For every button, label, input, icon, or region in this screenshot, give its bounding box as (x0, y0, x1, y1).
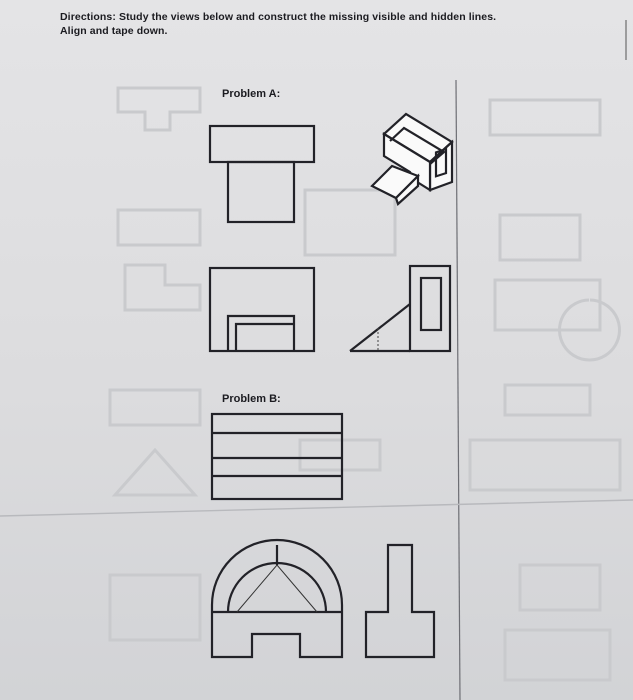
side-view-slope-line (349, 303, 411, 352)
pictorial-slot (434, 147, 448, 178)
vertical-fold-line (455, 79, 461, 700)
problem-b-front-base (210, 612, 344, 659)
arch-outer-curve (210, 538, 344, 612)
directions-line-1: Directions: Study the views below and co… (60, 11, 497, 23)
problem-a-label: Problem A: (222, 88, 281, 100)
problem-b-side-outline (364, 543, 436, 659)
front-view-outline (208, 266, 316, 353)
front-view-notch-inner (234, 322, 294, 351)
directions-line-2: Align and tape down. (60, 25, 168, 37)
top-view-lower-rect (226, 160, 296, 224)
problem-b-label: Problem B: (222, 393, 281, 405)
pictorial-wedge-side (394, 173, 420, 206)
front-view-notch (226, 314, 296, 351)
side-view-outline (408, 264, 452, 353)
side-view-slot (419, 276, 443, 332)
horizontal-crease (0, 499, 633, 517)
problem-b-top-outline (210, 412, 344, 501)
